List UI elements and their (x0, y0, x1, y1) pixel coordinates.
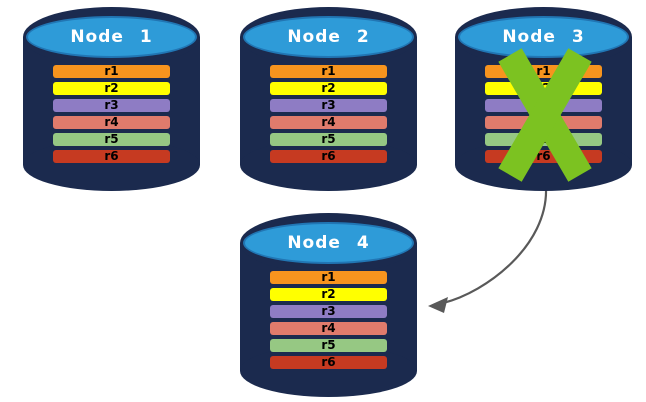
replica-row-r4: r4 (270, 322, 387, 335)
node-title: Node 3 (502, 27, 585, 47)
replica-row-r2: r2 (270, 82, 387, 95)
replica-row-r1: r1 (270, 65, 387, 78)
node-title: Node 4 (287, 233, 370, 253)
replica-row-r4: r4 (270, 116, 387, 129)
cylinder-bottom (455, 139, 632, 191)
cylinder-bottom (240, 139, 417, 191)
replica-row-r1: r1 (53, 65, 170, 78)
replica-rows: r1 r2 r3 r4 r5 r6 (53, 65, 170, 167)
cylinder-top-face (243, 222, 414, 264)
node-title: Node 2 (287, 27, 370, 47)
replica-rows: r1 r2 r3 r4 r5 r6 (270, 65, 387, 167)
node-2: Node 2 r1 r2 r3 r4 r5 r6 (240, 7, 417, 191)
replica-row-r5: r5 (53, 133, 170, 146)
replica-row-r2: r2 (270, 288, 387, 301)
replica-row-r5: r5 (270, 339, 387, 352)
replica-row-r3: r3 (53, 99, 170, 112)
cylinder-bottom (23, 139, 200, 191)
replica-row-r3: r3 (270, 99, 387, 112)
replica-row-r6: r6 (270, 356, 387, 369)
failure-x-icon (498, 48, 592, 182)
replica-row-r3: r3 (270, 305, 387, 318)
replica-row-r1: r1 (270, 271, 387, 284)
cylinder-top-face (26, 16, 197, 58)
replica-row-r2: r2 (53, 82, 170, 95)
replica-row-r4: r4 (53, 116, 170, 129)
cylinder-top-face (458, 16, 629, 58)
node-3: Node 3 r1 r2 r3 r4 r5 r6 (455, 7, 632, 191)
replica-rows: r1 r2 r3 r4 r5 r6 (270, 271, 387, 373)
node-1: Node 1 r1 r2 r3 r4 r5 r6 (23, 7, 200, 191)
node-4: Node 4 r1 r2 r3 r4 r5 r6 (240, 213, 417, 397)
replica-row-r6: r6 (270, 150, 387, 163)
node-title: Node 1 (70, 27, 153, 47)
cylinder-top-face (243, 16, 414, 58)
replica-row-r5: r5 (270, 133, 387, 146)
cylinder-bottom (240, 345, 417, 397)
replica-row-r6: r6 (53, 150, 170, 163)
arrowhead-icon (428, 297, 448, 313)
